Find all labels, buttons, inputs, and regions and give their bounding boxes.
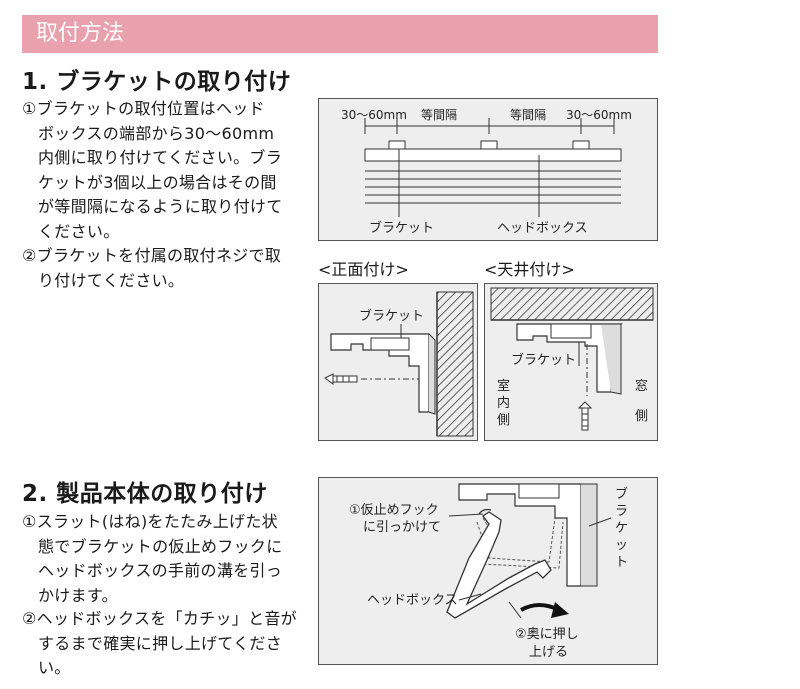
push-arrow-head bbox=[551, 602, 569, 618]
step-line: い。 bbox=[38, 658, 71, 677]
hook-label-line: に引っかけて bbox=[363, 520, 441, 535]
bracket-vertical-char: ラ bbox=[615, 504, 628, 519]
bracket-mark bbox=[572, 140, 590, 150]
step-line: ②ヘッドボックスを「カチッ」と音が bbox=[22, 609, 297, 628]
bracket-vertical-char: ブ bbox=[615, 486, 628, 502]
ceiling-bracket-label: ブラケット bbox=[511, 352, 576, 368]
push-label-line: 上げる bbox=[529, 645, 568, 660]
room-side-char: 内 bbox=[497, 395, 510, 411]
step-line: ケットが3個以上の場合はその間 bbox=[38, 172, 277, 192]
headbox-label: ヘッドボックス bbox=[367, 593, 458, 608]
ceiling-mount-diagram: ブラケット 室 内 側 窓 側 bbox=[484, 283, 658, 441]
bracket-vertical-char: ト bbox=[615, 555, 628, 570]
bracket-mark bbox=[480, 140, 498, 150]
dim-right-label: 30～60mm bbox=[566, 108, 632, 122]
room-side-char: 室 bbox=[497, 378, 510, 394]
step-line: ①スラット(はね)をたたみ上げた状 bbox=[22, 512, 278, 531]
step-line: が等間隔になるように取り付けて bbox=[38, 197, 283, 216]
leader-line bbox=[508, 601, 522, 619]
bracket-flange bbox=[601, 323, 622, 395]
section2-step2: ②ヘッドボックスを「カチッ」と音が するまで確実に押し上げてくださ い。 bbox=[22, 607, 297, 681]
leader-line bbox=[448, 513, 484, 517]
bracket-flange bbox=[428, 333, 436, 415]
ceiling-mount-svg: ブラケット 室 内 側 窓 側 bbox=[490, 287, 654, 431]
section2-title: 2. 製品本体の取り付け bbox=[22, 481, 268, 507]
bracket-label: ブラケット bbox=[369, 220, 434, 236]
step-line: するまで確実に押し上げてくださ bbox=[38, 633, 283, 653]
header-title: 取付方法 bbox=[36, 21, 125, 46]
ceiling-hatch bbox=[490, 287, 654, 321]
hook-label-line: ①仮止めフック bbox=[349, 503, 439, 518]
step-line: り付けてください。 bbox=[38, 270, 185, 290]
screw-head bbox=[577, 401, 593, 409]
section2-step1: ①スラット(はね)をたたみ上げた状 態でブラケットの仮止めフックに ヘッドボック… bbox=[22, 510, 283, 608]
headbox-label: ヘッドボックス bbox=[497, 221, 588, 236]
bracket-vertical-char: ッ bbox=[615, 538, 628, 553]
front-mount-diagram: ブラケット bbox=[318, 283, 478, 441]
step-line: ①ブラケットの取付位置はヘッド bbox=[22, 99, 265, 118]
headbox-shape bbox=[446, 511, 552, 619]
section1-step1: ①ブラケットの取付位置はヘッド ボックスの端部から30～60mm 内側に取り付け… bbox=[22, 97, 283, 244]
bracket-mark bbox=[388, 140, 406, 150]
dim-left-label: 30～60mm bbox=[341, 108, 407, 122]
ceiling-mount-title: <天井付け> bbox=[484, 260, 575, 279]
final-position-outline bbox=[482, 517, 556, 563]
step-line: ください。 bbox=[38, 221, 120, 241]
step-line: 態でブラケットの仮止めフックに bbox=[38, 536, 283, 556]
section1-title: 1. ブラケットの取り付け bbox=[22, 69, 292, 95]
front-bracket-label: ブラケット bbox=[359, 308, 424, 324]
front-mount-svg: ブラケット bbox=[324, 291, 474, 437]
hook-contact bbox=[478, 508, 492, 515]
bracket-detail bbox=[518, 483, 560, 499]
bracket-flange bbox=[581, 483, 598, 587]
window-side-char: 側 bbox=[635, 409, 648, 424]
bracket-shape bbox=[330, 333, 430, 413]
bracket-vertical-char: ケ bbox=[615, 521, 628, 536]
wall-hatch bbox=[436, 291, 474, 437]
bracket-detail bbox=[370, 337, 410, 351]
leader-line bbox=[588, 517, 612, 527]
dim-mid-right-label: 等間隔 bbox=[510, 108, 546, 122]
headbox-attach-svg: ①仮止めフック に引っかけて ブ ラ ケ ッ ト ヘッドボックス ②奥に押し 上… bbox=[349, 483, 628, 660]
step-line: かけます。 bbox=[38, 585, 118, 605]
step-line: 内側に取り付けてください。ブラ bbox=[38, 148, 283, 167]
push-label-line: ②奥に押し bbox=[515, 627, 579, 642]
headbox-attach-diagram: ①仮止めフック に引っかけて ブ ラ ケ ッ ト ヘッドボックス ②奥に押し 上… bbox=[318, 477, 658, 665]
screw-head bbox=[324, 373, 334, 385]
screw-shaft bbox=[332, 375, 358, 383]
leader-line bbox=[458, 593, 482, 601]
bracket-position-svg: 30～60mm 等間隔 等間隔 30～60mm ブラケット ヘッドボックス bbox=[341, 108, 632, 236]
step-line: ②ブラケットを付属の取付ネジで取 bbox=[22, 246, 282, 265]
room-side-char: 側 bbox=[497, 413, 510, 428]
front-mount-title: <正面付け> bbox=[318, 260, 409, 279]
bracket-position-diagram: 30～60mm 等間隔 等間隔 30～60mm ブラケット ヘッドボックス bbox=[318, 98, 658, 241]
step-line: ヘッドボックスの手前の溝を引っ bbox=[38, 561, 283, 580]
section1-step2: ②ブラケットを付属の取付ネジで取 り付けてください。 bbox=[22, 244, 281, 293]
window-side-char: 窓 bbox=[635, 378, 648, 394]
step-line: ボックスの端部から30～60mm bbox=[38, 123, 275, 143]
section-header: 取付方法 bbox=[22, 15, 658, 53]
bracket-detail bbox=[550, 323, 592, 339]
screw-shaft bbox=[581, 407, 589, 431]
headbox-bar bbox=[364, 148, 622, 162]
dim-mid-left-label: 等間隔 bbox=[421, 108, 457, 122]
